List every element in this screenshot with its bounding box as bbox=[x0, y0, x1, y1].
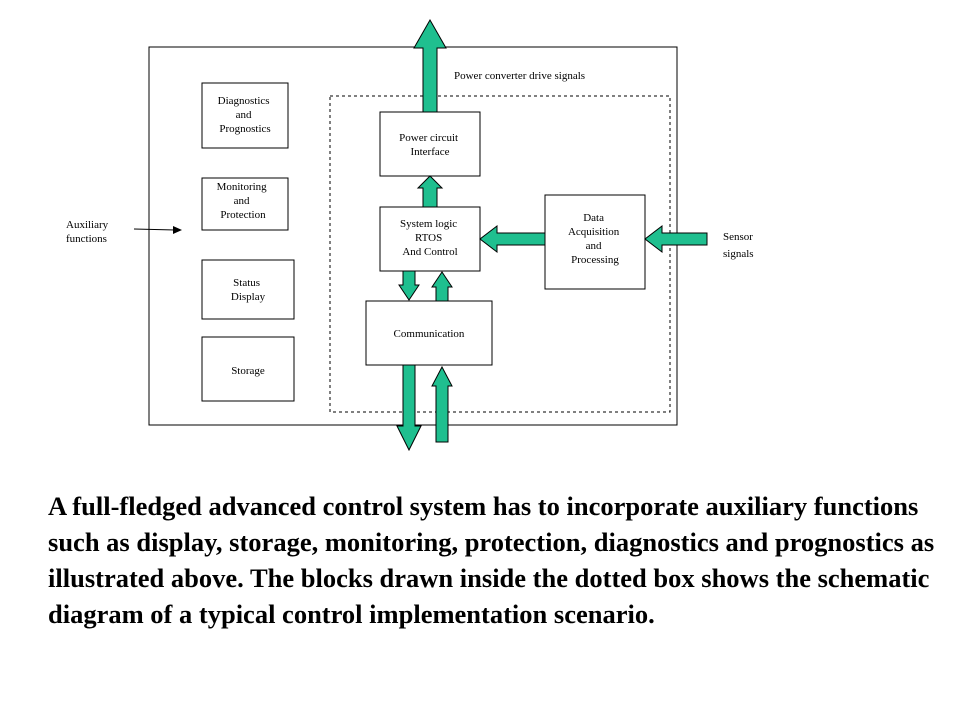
svg-text:Status Display: Status Display bbox=[231, 277, 266, 303]
communication-to-logic-arrow bbox=[431, 271, 453, 302]
svg-text:Communication: Communication bbox=[394, 328, 465, 340]
block-line: Power circuit bbox=[399, 132, 458, 144]
communication-block: Communication bbox=[365, 300, 493, 366]
block-line: Monitoring bbox=[217, 181, 268, 193]
block-line: Processing bbox=[571, 254, 619, 266]
system-logic-rtos-control-block: System logic RTOS And Control bbox=[379, 206, 481, 272]
communication-out-arrow bbox=[396, 364, 422, 452]
drive-signals-arrow bbox=[413, 18, 447, 113]
power-converter-drive-signals-label: Power converter drive signals bbox=[454, 70, 585, 82]
block-line: Status bbox=[233, 277, 260, 289]
label-line: signals bbox=[723, 248, 754, 260]
status-display-block: Status Display bbox=[201, 259, 295, 320]
block-line: and bbox=[236, 109, 252, 121]
block-line: Acquisition bbox=[568, 226, 620, 238]
data-acquisition-processing-block: Data Acquisition and Processing bbox=[544, 194, 646, 290]
svg-text:Power circuit Interface: Power circuit Interface bbox=[399, 132, 461, 158]
block-line: and bbox=[234, 195, 250, 207]
block-line: Communication bbox=[394, 328, 465, 340]
caption-paragraph: A full-fledged advanced control system h… bbox=[48, 491, 935, 629]
block-line: Diagnostics bbox=[218, 95, 270, 107]
svg-text:System logic RTOS: System logic RTOS And Control bbox=[400, 218, 460, 258]
block-line: Protection bbox=[220, 209, 266, 221]
block-line: Prognostics bbox=[219, 123, 270, 135]
svg-text:Monitoring and Pro: Monitoring and Protection bbox=[217, 181, 270, 221]
diagnostics-prognostics-block: Diagnostics and Prognostics bbox=[201, 82, 289, 149]
block-line: System logic bbox=[400, 218, 457, 230]
auxiliary-functions-label: Auxiliary functions bbox=[66, 219, 111, 245]
auxiliary-functions-arrow-line bbox=[133, 228, 176, 231]
control-system-diagram: Diagnostics and Prognostics Monitoring a… bbox=[66, 18, 756, 452]
block-line: Data bbox=[583, 212, 604, 224]
block-line: Storage bbox=[231, 365, 265, 377]
block-line: And Control bbox=[402, 246, 457, 258]
auxiliary-functions-arrowhead bbox=[173, 226, 182, 234]
control-implementation-dotted-box bbox=[329, 95, 671, 413]
svg-text:Diagnostics and Pr: Diagnostics and Prognostics bbox=[218, 95, 273, 135]
sensor-to-data-arrow bbox=[644, 224, 708, 254]
block-line: and bbox=[586, 240, 602, 252]
label-line: Auxiliary bbox=[66, 219, 109, 231]
svg-text:Data Acquisition a: Data Acquisition and Processing bbox=[568, 212, 622, 266]
data-to-logic-arrow bbox=[479, 224, 546, 254]
label-line: Sensor bbox=[723, 231, 753, 243]
svg-text:Storage: Storage bbox=[231, 365, 265, 377]
sensor-signals-label: Sensor signals bbox=[723, 231, 756, 260]
logic-to-communication-arrow bbox=[398, 270, 420, 301]
monitoring-protection-block: Monitoring and Protection bbox=[201, 177, 289, 231]
power-circuit-interface-block: Power circuit Interface bbox=[379, 111, 481, 177]
logic-to-power-circuit-arrow bbox=[416, 175, 444, 208]
communication-in-arrow bbox=[431, 365, 453, 443]
storage-block: Storage bbox=[201, 336, 295, 402]
label-line: functions bbox=[66, 233, 107, 245]
block-line: Display bbox=[231, 291, 266, 303]
block-line: RTOS bbox=[415, 232, 442, 244]
block-line: Interface bbox=[410, 146, 449, 158]
